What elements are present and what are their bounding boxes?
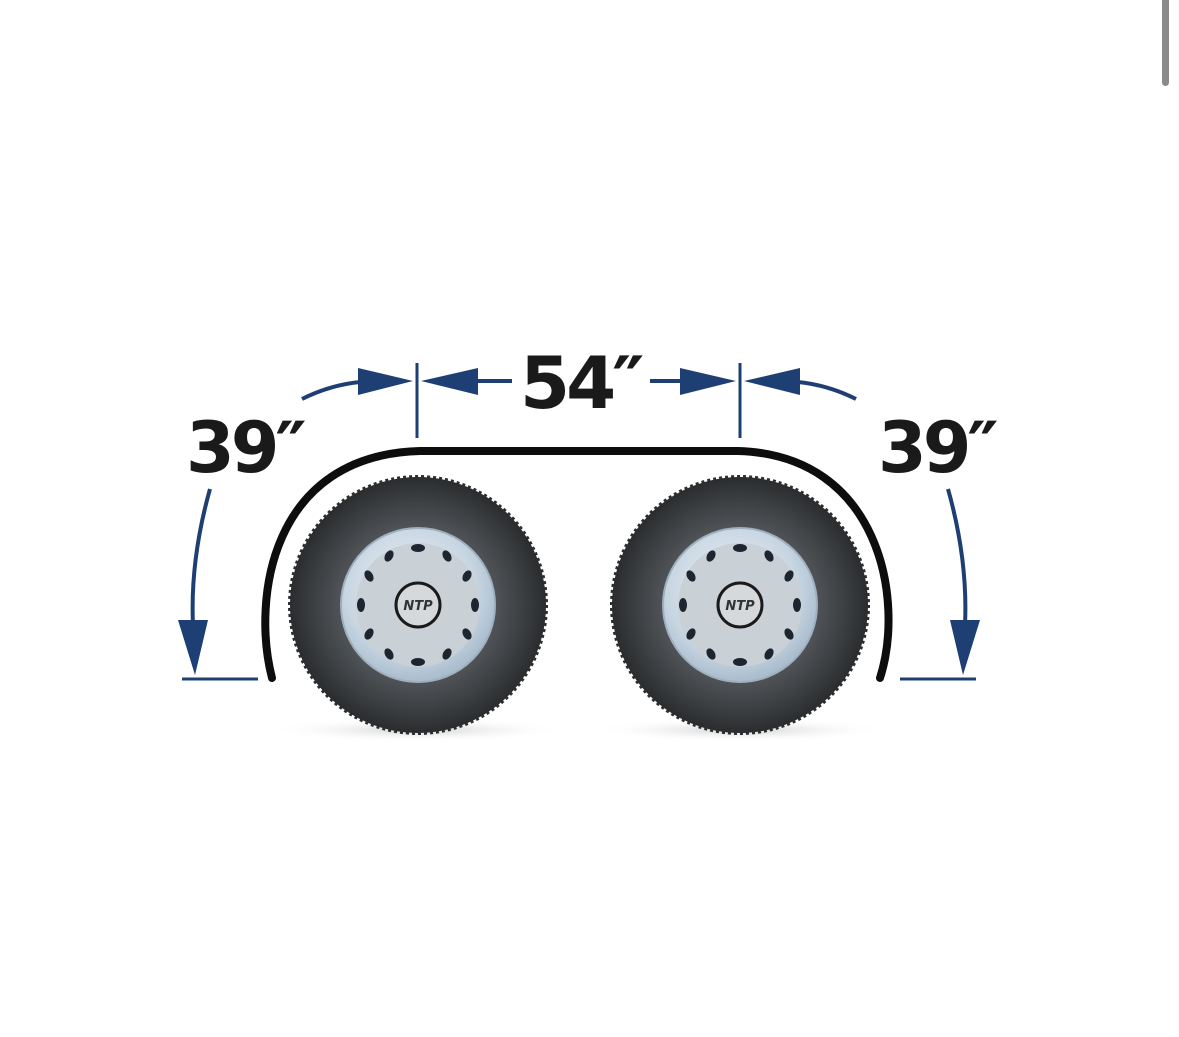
- arrowhead: [358, 368, 413, 395]
- dimension-right-label: 39″: [878, 407, 997, 489]
- dimension-top-label: 54″: [520, 341, 643, 425]
- hub-logo: NTP: [403, 599, 433, 614]
- rim-holes: [679, 544, 801, 666]
- fender: [261, 447, 893, 682]
- dimension-left-label: 39″: [186, 407, 305, 489]
- arrowhead: [680, 368, 736, 395]
- arrowhead: [421, 368, 478, 395]
- arc-left: [190, 488, 212, 626]
- scrollbar[interactable]: [1162, 0, 1169, 86]
- arrowhead: [950, 620, 980, 675]
- arrowhead: [744, 368, 800, 395]
- arc-top-right: [797, 380, 857, 401]
- hub-cap: [394, 581, 442, 629]
- dimension-arrows: [178, 363, 980, 681]
- wheel-left: NTP: [288, 475, 548, 735]
- hub-cap: [716, 581, 764, 629]
- arc-top-left: [301, 380, 361, 401]
- rim-holes: [357, 544, 479, 666]
- hub-logo: NTP: [725, 599, 755, 614]
- arc-right: [946, 488, 968, 626]
- arrowhead: [178, 620, 208, 675]
- wheel-right: NTP: [610, 475, 870, 735]
